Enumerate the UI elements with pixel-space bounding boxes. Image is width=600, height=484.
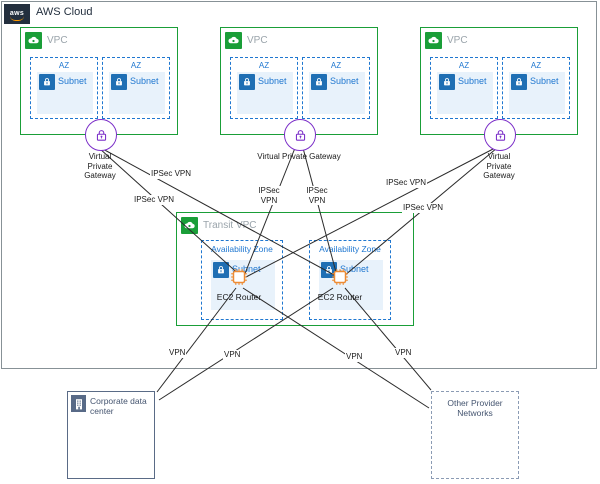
- ipsec-line-1: IPSec: [306, 186, 328, 195]
- connection-label-ipsec-center-left: IPSec VPN: [253, 186, 285, 205]
- vpc-right-az-2[interactable]: AZ Subnet: [502, 57, 570, 119]
- vpc-left-label: VPC: [47, 35, 68, 46]
- az-title: AZ: [458, 61, 470, 70]
- subnet-lock-icon: [311, 74, 327, 90]
- subnet-panel: Subnet: [237, 72, 293, 114]
- ec2-router-1[interactable]: [228, 266, 250, 288]
- vpc-left-az-1[interactable]: AZ Subnet: [30, 57, 98, 119]
- subnet-lock-icon: [511, 74, 527, 90]
- ec2-chip-icon: [332, 269, 348, 285]
- subnet-label: Subnet: [458, 76, 487, 86]
- corporate-data-center[interactable]: Corporate data center: [67, 391, 155, 479]
- virtual-private-gateway-lock-icon: [295, 129, 305, 141]
- subnet-panel: Subnet: [309, 72, 365, 114]
- subnet-lock-icon: [111, 74, 127, 90]
- vpc-center[interactable]: VPC AZ Subnet AZ: [220, 27, 378, 135]
- virtual-private-gateway-lock-icon: [96, 129, 106, 141]
- transit-vpc[interactable]: Transit VPC Availability Zone Subnet Ava…: [176, 212, 414, 326]
- vpc-right-az-1[interactable]: AZ Subnet: [430, 57, 498, 119]
- connection-label-vpn-1: VPN: [168, 348, 187, 358]
- vpc-center-az-2[interactable]: AZ Subnet: [302, 57, 370, 119]
- vpc-left[interactable]: VPC AZ Subnet AZ: [20, 27, 178, 135]
- connection-label-vpn-2: VPN: [223, 350, 242, 360]
- availability-zone-title: Availability Zone: [319, 244, 381, 254]
- ec2-router-2[interactable]: [329, 266, 351, 288]
- ipsec-line-2: VPN: [260, 195, 278, 205]
- subnet-label: Subnet: [130, 76, 159, 86]
- aws-cloud-title: AWS Cloud: [36, 6, 93, 18]
- subnet-label: Subnet: [58, 76, 87, 86]
- vgw-label-line: Virtual: [487, 152, 511, 161]
- virtual-private-gateway-lock-icon: [495, 129, 505, 141]
- vpc-center-az-1[interactable]: AZ Subnet: [230, 57, 298, 119]
- virtual-private-gateway-left[interactable]: [85, 119, 117, 151]
- virtual-private-gateway-left-label: Virtual Private Gateway: [64, 152, 136, 181]
- az-title: AZ: [58, 61, 70, 70]
- az-title: AZ: [330, 61, 342, 70]
- subnet-lock-icon: [39, 74, 55, 90]
- vgw-label-line: Gateway: [483, 171, 515, 180]
- vgw-label-line: Virtual Private Gateway: [257, 152, 341, 161]
- aws-logo-text: aws: [9, 9, 25, 17]
- subnet-lock-icon: [239, 74, 255, 90]
- corporate-data-center-label: Corporate data center: [90, 396, 147, 416]
- subnet-panel: Subnet: [109, 72, 165, 114]
- ec2-router-2-label: EC2 Router: [317, 292, 363, 302]
- vpc-cloud-icon: [25, 32, 42, 49]
- building-icon: [71, 395, 86, 412]
- vgw-label-line: Private: [87, 161, 113, 171]
- vpc-center-label: VPC: [247, 35, 268, 46]
- subnet-label: Subnet: [330, 76, 359, 86]
- vpc-left-az-2[interactable]: AZ Subnet: [102, 57, 170, 119]
- connection-label-ipsec-left-upper: IPSec VPN: [150, 169, 193, 179]
- subnet-label: Subnet: [258, 76, 287, 86]
- aws-logo-icon: aws: [4, 4, 30, 24]
- ipsec-line-2: VPN: [308, 195, 326, 205]
- subnet-panel: Subnet: [437, 72, 493, 114]
- availability-zone-title: Availability Zone: [211, 244, 273, 254]
- virtual-private-gateway-center[interactable]: [284, 119, 316, 151]
- az-title: AZ: [530, 61, 542, 70]
- vgw-label-line: Gateway: [84, 171, 116, 180]
- vgw-label-line: Virtual: [88, 152, 112, 161]
- vpc-cloud-icon: [425, 32, 442, 49]
- vpc-cloud-icon: [181, 217, 198, 234]
- vpc-right-label: VPC: [447, 35, 468, 46]
- ec2-chip-icon: [231, 269, 247, 285]
- virtual-private-gateway-center-label: Virtual Private Gateway: [244, 152, 354, 162]
- connection-label-vpn-4: VPN: [394, 348, 413, 358]
- transit-vpc-label: Transit VPC: [203, 220, 257, 231]
- connection-label-ipsec-center-right: IPSec VPN: [301, 186, 333, 205]
- aws-swoosh-icon: [10, 16, 24, 21]
- virtual-private-gateway-right[interactable]: [484, 119, 516, 151]
- subnet-panel: Subnet: [37, 72, 93, 114]
- subnet-lock-icon: [439, 74, 455, 90]
- ipsec-line-1: IPSec: [258, 186, 280, 195]
- connection-label-vpn-3: VPN: [345, 352, 364, 362]
- other-provider-networks[interactable]: Other Provider Networks: [431, 391, 519, 479]
- az-title: AZ: [258, 61, 270, 70]
- ec2-router-1-label: EC2 Router: [216, 292, 262, 302]
- subnet-panel: Subnet: [509, 72, 565, 114]
- other-provider-networks-label: Other Provider Networks: [447, 398, 503, 418]
- vgw-label-line: Private: [486, 161, 512, 171]
- connection-label-ipsec-left-lower: IPSec VPN: [133, 195, 176, 205]
- connection-label-ipsec-right-upper: IPSec VPN: [385, 178, 428, 188]
- subnet-label: Subnet: [530, 76, 559, 86]
- vpc-cloud-icon: [225, 32, 242, 49]
- connection-label-ipsec-right-lower: IPSec VPN: [402, 203, 445, 213]
- virtual-private-gateway-right-label: Virtual Private Gateway: [463, 152, 535, 181]
- az-title: AZ: [130, 61, 142, 70]
- vpc-right[interactable]: VPC AZ Subnet AZ: [420, 27, 578, 135]
- subnet-lock-icon: [213, 262, 229, 278]
